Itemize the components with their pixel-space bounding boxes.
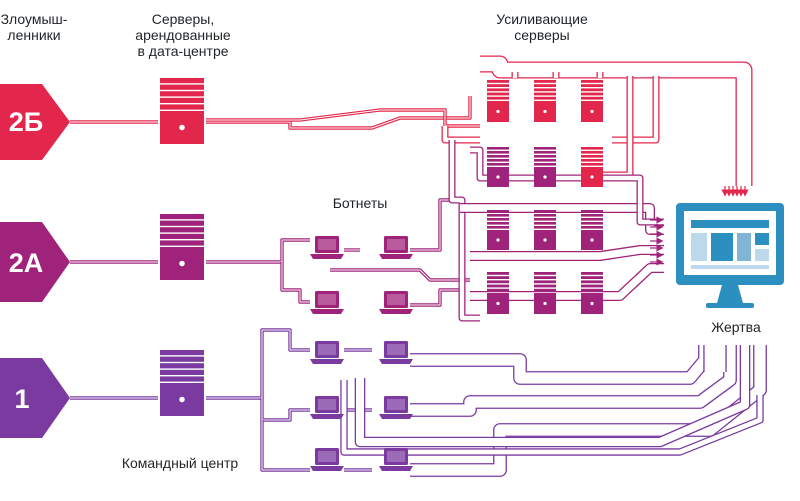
wire — [280, 262, 310, 304]
connection-wires — [70, 55, 767, 477]
laptop-icon — [310, 291, 344, 314]
triangle-badge-icon — [0, 84, 70, 160]
laptop-icon — [379, 396, 413, 419]
arrows-to-victim — [650, 186, 749, 266]
amplifier-server — [581, 80, 603, 122]
svg-text:2Б: 2Б — [9, 107, 43, 137]
amplifier-server — [534, 147, 556, 187]
wire-bundle — [470, 146, 664, 226]
triangle-badge-icon — [0, 222, 70, 302]
wire — [330, 268, 470, 282]
network-nodes — [160, 78, 603, 471]
wire — [260, 420, 310, 472]
wire-bundle — [612, 76, 660, 144]
wire-bundle — [340, 380, 764, 456]
amplifier-server — [487, 210, 509, 250]
command-center-label: Командный центр — [122, 455, 239, 471]
amplifier-server — [487, 272, 509, 314]
attackers-label: Злоумыш-ленники — [1, 11, 68, 43]
laptop-icon — [379, 341, 413, 364]
rented-server-2a — [160, 214, 204, 280]
victim-label: Жертва — [711, 319, 761, 335]
botnets-label: Ботнеты — [333, 195, 388, 211]
wire — [206, 108, 480, 128]
amplifier-server — [534, 272, 556, 314]
wire — [410, 198, 455, 252]
laptop-icon — [310, 448, 344, 471]
triangle-badge-icon — [0, 358, 70, 438]
wire-bundle — [410, 345, 712, 385]
attacker-2b: 2Б — [0, 84, 70, 160]
laptop-icon — [310, 236, 344, 259]
attacker-2a: 2А — [0, 222, 70, 302]
wire — [206, 96, 472, 130]
wire-bundle — [354, 345, 751, 448]
amplifier-server — [534, 210, 556, 250]
laptop-icon — [379, 236, 413, 259]
wire-bundle — [410, 345, 737, 417]
svg-text:2А: 2А — [9, 248, 44, 278]
laptop-icon — [310, 396, 344, 419]
amplifier-server — [581, 147, 603, 187]
amplifier-server — [581, 210, 603, 250]
wire-bundle — [410, 345, 767, 477]
rented-server-2b — [160, 78, 204, 144]
laptop-icon — [310, 341, 344, 364]
svg-text:1: 1 — [14, 384, 29, 414]
wire — [206, 328, 310, 400]
wire-amplifiers-to-victim — [480, 55, 753, 186]
wire-bundle — [600, 76, 634, 179]
wire-bundle — [470, 245, 664, 261]
command-center-server — [160, 350, 204, 416]
wire — [410, 288, 460, 307]
wire-bundle — [441, 126, 480, 144]
amplifier-server — [487, 80, 509, 122]
attacker-1: 1 — [0, 358, 70, 438]
victim-monitor — [676, 203, 784, 308]
amplifier-server — [534, 80, 556, 122]
laptop-icon — [379, 291, 413, 314]
wire-bundle — [448, 140, 480, 322]
amplifier-server — [487, 147, 509, 187]
wire — [260, 398, 310, 422]
amplifier-server — [581, 272, 603, 314]
wire — [206, 238, 310, 264]
laptop-icon — [379, 448, 413, 471]
